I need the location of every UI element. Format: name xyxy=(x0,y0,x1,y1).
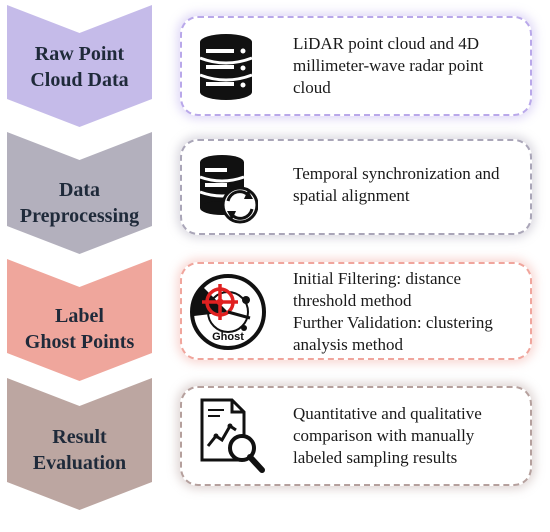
step-4-description: Quantitative and qualitative comparison … xyxy=(293,404,482,467)
database-icon xyxy=(196,32,256,100)
step-4-title: Result Evaluation xyxy=(32,426,127,474)
step-1-title: Raw Point Cloud Data xyxy=(30,43,129,91)
step-2-card: Temporal synchronization and spatial ali… xyxy=(180,139,532,235)
step-2-title: Data Preprocessing xyxy=(19,179,140,227)
step-3-title: Label Ghost Points xyxy=(24,305,135,353)
step-2-chevron: Data Preprocessing xyxy=(7,132,152,254)
step-4-card: Quantitative and qualitative comparison … xyxy=(180,386,532,486)
step-4-chevron: Result Evaluation xyxy=(7,378,152,510)
step-1-card: LiDAR point cloud and 4D millimeter-wave… xyxy=(180,16,532,116)
document-magnifier-icon xyxy=(196,396,266,476)
step-3-chevron: Label Ghost Points xyxy=(7,259,152,381)
step-1-description: LiDAR point cloud and 4D millimeter-wave… xyxy=(293,34,484,97)
radar-target-icon: Ghost xyxy=(190,272,268,352)
step-2-description: Temporal synchronization and spatial ali… xyxy=(293,164,500,205)
step-3-description: Initial Filtering: distance threshold me… xyxy=(293,269,493,354)
ghost-icon-label: Ghost xyxy=(212,331,244,343)
database-sync-icon xyxy=(196,153,258,225)
step-3-card: Ghost Initial Filtering: distance thresh… xyxy=(180,262,532,360)
step-1-chevron: Raw Point Cloud Data xyxy=(7,5,152,127)
